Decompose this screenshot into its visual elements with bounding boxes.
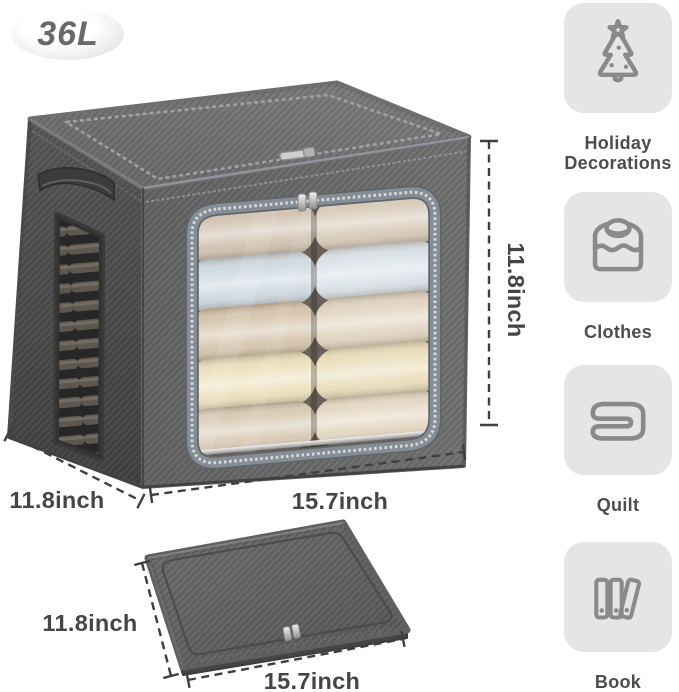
- roll-column-gap: [311, 195, 317, 456]
- book-icon: [594, 577, 642, 620]
- sidebar-item-book: Book: [557, 542, 679, 692]
- folded-width-dimension-line: [187, 637, 404, 682]
- sidebar-item-holiday-decorations: Holiday Decorations: [557, 3, 679, 173]
- side-mesh-window: [53, 212, 105, 461]
- sidebar-item-quilt: Quilt: [557, 365, 679, 515]
- folded-box: [144, 519, 411, 676]
- clothes-roll: [192, 401, 316, 457]
- icon-tile: [564, 3, 672, 113]
- width-dimension-line: [150, 450, 465, 497]
- box-top-front-edge: [142, 135, 470, 190]
- sidebar-item-label: Holiday Decorations: [564, 133, 672, 174]
- lid-zipper-pull: [279, 146, 316, 161]
- front-window: [185, 185, 442, 470]
- quilt-icon: [590, 401, 646, 441]
- box-dimension-lines: [3, 139, 498, 509]
- clothes-roll: [314, 192, 435, 252]
- christmas-tree-icon: [597, 19, 639, 83]
- clothes-roll: [314, 240, 435, 302]
- side-handle: [37, 167, 115, 201]
- usage-sidebar: Holiday Decorations Clothes Quilt: [557, 0, 679, 692]
- clothes-roll: [192, 201, 316, 263]
- depth-dimension-line: [7, 432, 142, 503]
- icon-tile: [564, 542, 672, 652]
- sidebar-item-clothes: Clothes: [557, 192, 679, 342]
- sidebar-item-label: Book: [594, 672, 642, 692]
- box-bottom-edge: [8, 435, 465, 489]
- clothes-roll: [314, 390, 435, 446]
- box-height-label: 11.8inch: [503, 242, 529, 337]
- window-sheen: [192, 193, 284, 463]
- icon-tile: [564, 192, 672, 302]
- folded-depth-label: 11.8inch: [42, 610, 137, 636]
- box-width-label: 15.7inch: [292, 488, 388, 514]
- box-right-edge: [463, 136, 470, 467]
- product-illustration: 11.8inch 11.8inch 15.7inch 11.8in: [3, 80, 529, 692]
- clothes-roll: [192, 301, 316, 363]
- front-window-contents: [192, 192, 435, 463]
- icon-tile: [564, 365, 672, 475]
- sweater-icon: [592, 218, 644, 272]
- clothes-roll: [314, 340, 435, 402]
- folded-box-stitch-line: [161, 531, 393, 656]
- volume-badge-text: 36L: [37, 14, 99, 53]
- volume-badge: 36L: [12, 8, 124, 60]
- storage-box: [7, 80, 472, 489]
- sidebar-item-label: Clothes: [583, 322, 653, 342]
- box-depth-label: 11.8inch: [9, 487, 104, 513]
- sidebar-item-label: Quilt: [596, 495, 640, 515]
- lid-zipper-seam-front: [145, 150, 467, 203]
- box-top-left-edge: [29, 118, 144, 189]
- folded-box-zipper: [199, 627, 391, 661]
- folded-width-label: 15.7inch: [264, 668, 360, 692]
- folded-dimension-lines: [133, 559, 406, 689]
- clothes-roll: [314, 290, 435, 352]
- clothes-roll: [192, 251, 316, 313]
- window-zipper-pulls: [297, 191, 318, 212]
- steel-frame-rod: [192, 429, 435, 457]
- lid-zipper-seam-side: [32, 130, 142, 202]
- clothes-roll: [192, 351, 316, 413]
- lid-zipper-track: [64, 93, 443, 181]
- folded-box-zipper-pulls: [282, 623, 301, 642]
- folded-depth-dimension-line: [140, 562, 173, 677]
- window-zipper-tape: [187, 187, 440, 468]
